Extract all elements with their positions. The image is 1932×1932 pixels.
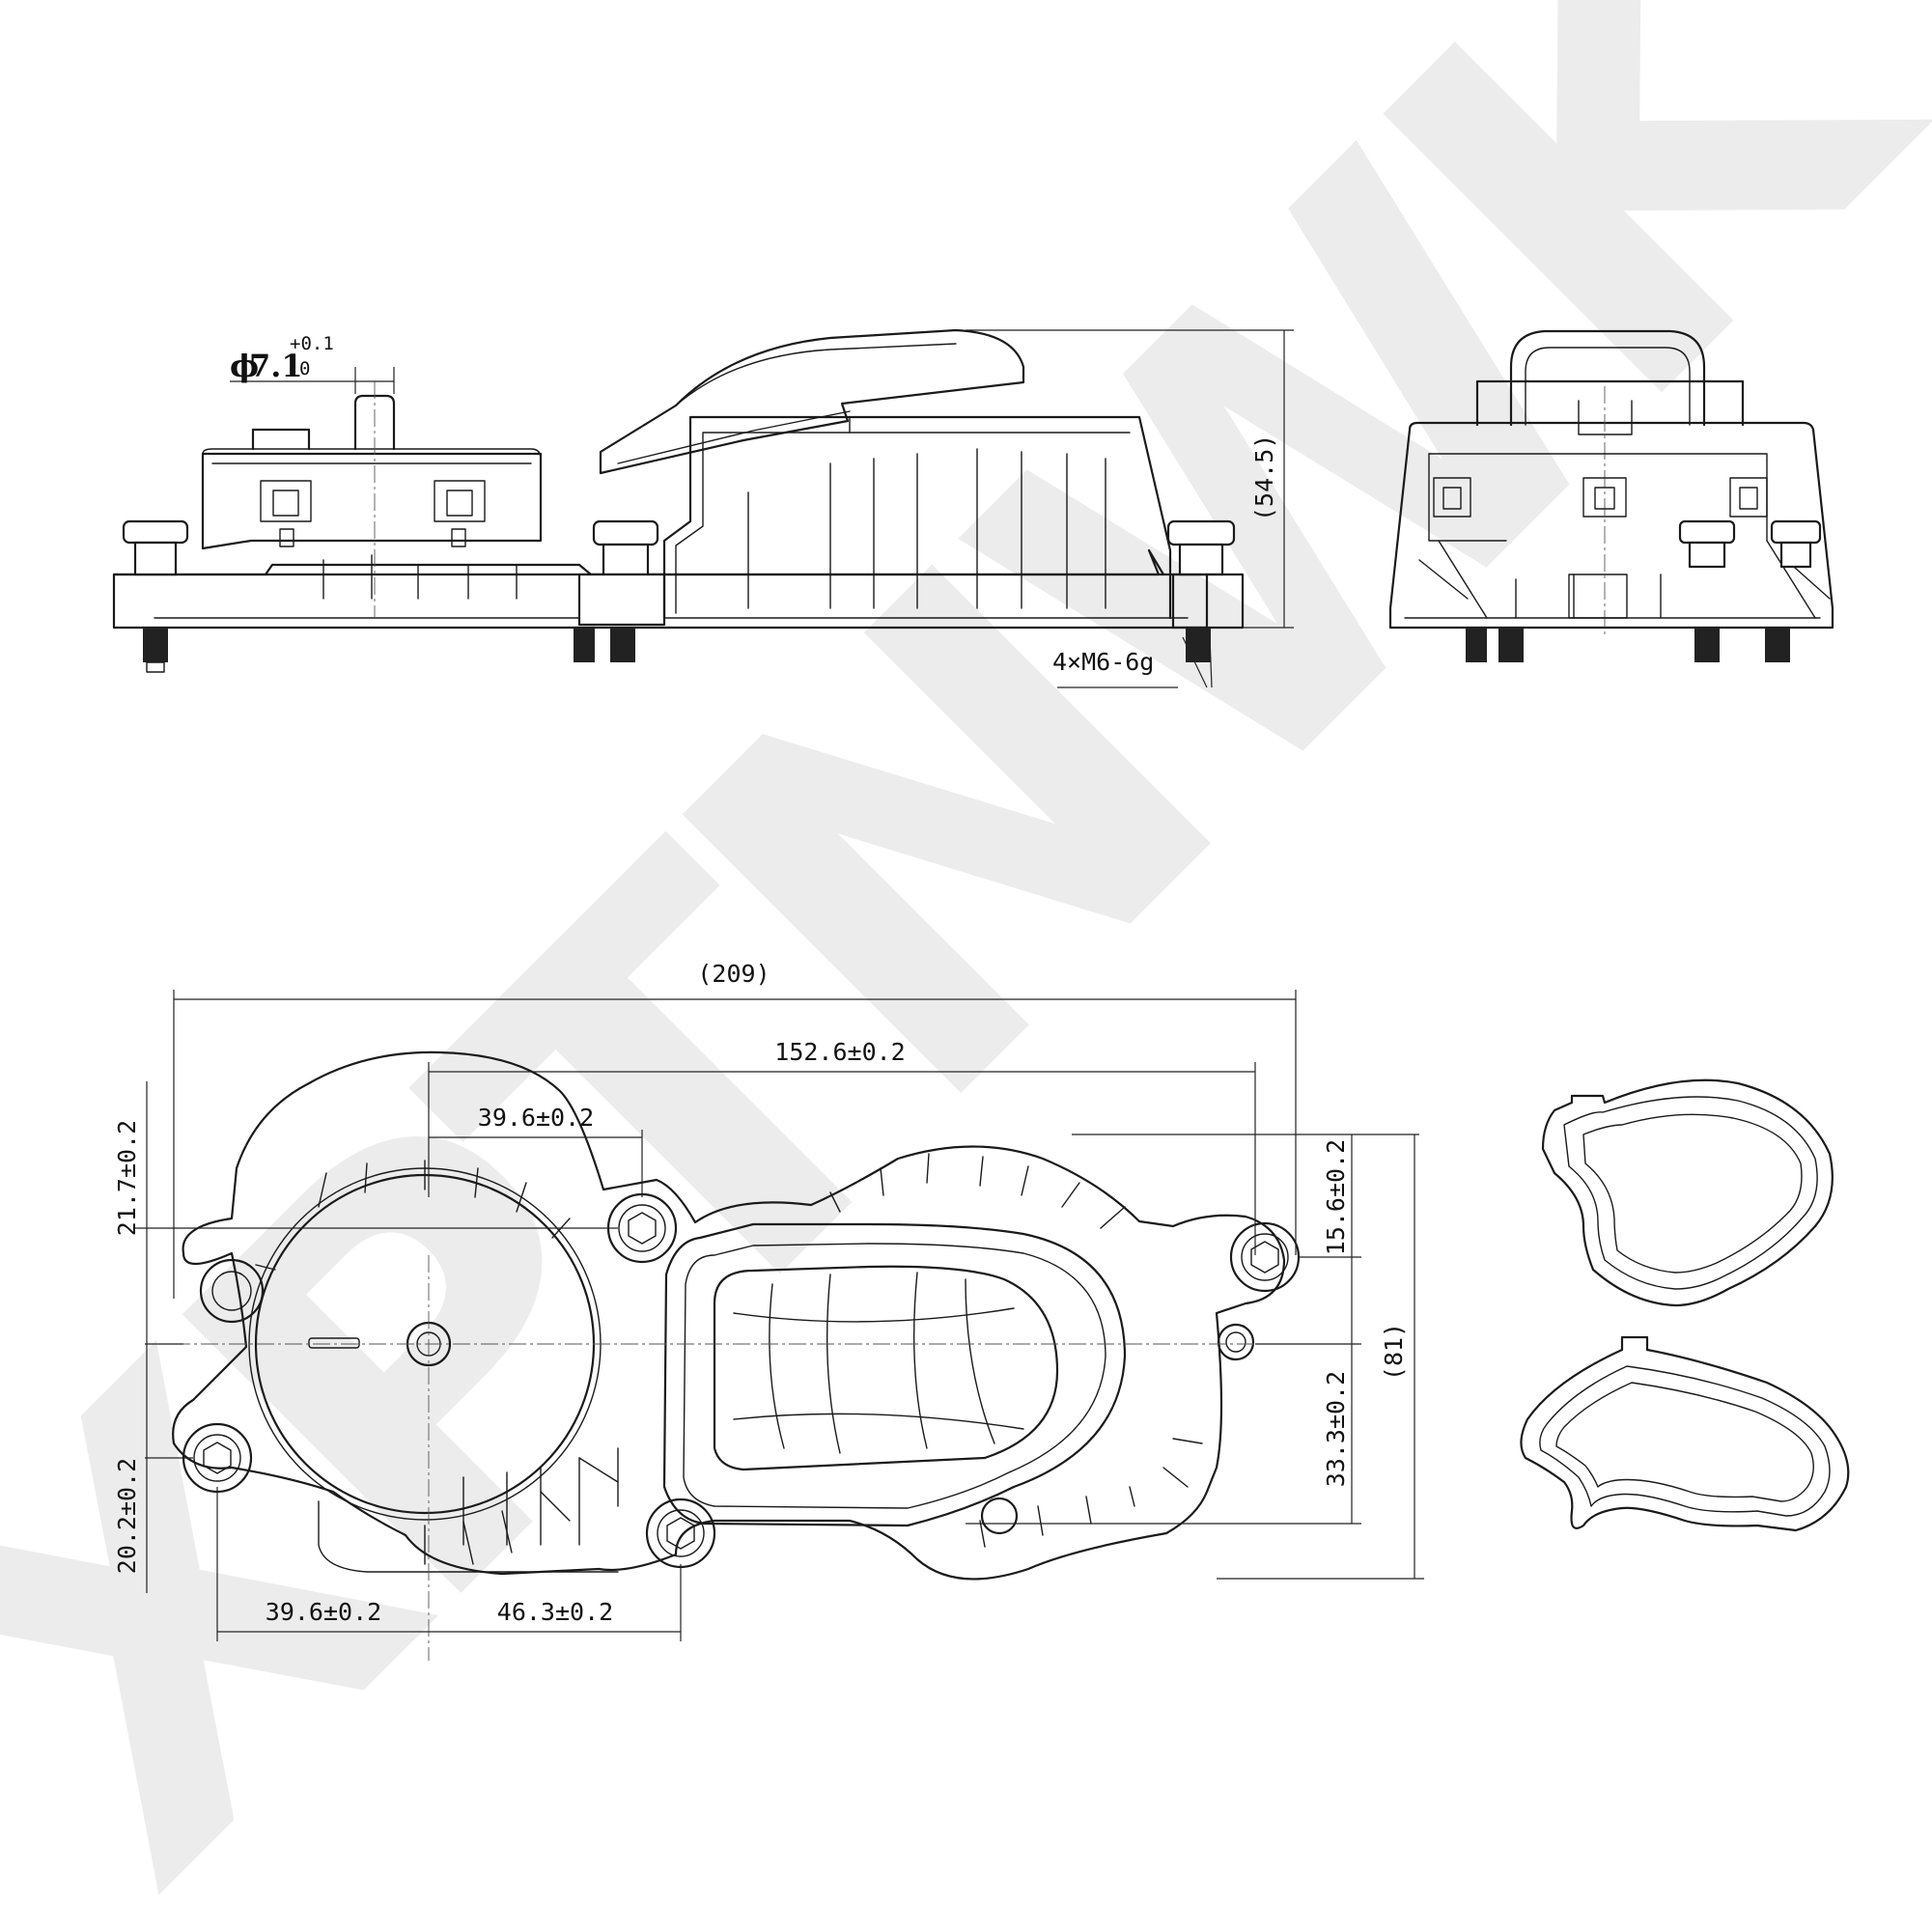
height-dimension: (54.5) [966, 329, 1294, 629]
dim-left-upper: 21.7±0.2 [113, 1120, 141, 1236]
dim-upper-offset: 39.6±0.2 [478, 1104, 594, 1132]
dim-right-upper: 15.6±0.2 [1322, 1139, 1350, 1255]
dim-overall-width: (81) [1380, 1323, 1408, 1381]
diameter-tol-lower: 0 [299, 358, 310, 379]
dim-bottom-left: 39.6±0.2 [266, 1598, 381, 1626]
dim-overall-length: (209) [697, 960, 770, 988]
bolt-center [574, 519, 666, 662]
gasket-upper [1541, 1078, 1834, 1307]
height-label: (54.5) [1250, 434, 1278, 521]
thread-label: 4×M6-6g [1052, 648, 1154, 676]
diameter-symbol: ϕ [230, 348, 259, 384]
clip-right [434, 480, 486, 547]
dim-hole-spacing: 152.6±0.2 [774, 1038, 905, 1066]
gasket-lower [1520, 1335, 1850, 1532]
side-view: ϕ 7.1 +0.1 0 (54.5) 4×M6-6g [112, 328, 1294, 688]
top-view-dimensions: (209) 152.6±0.2 39.6±0.2 21.7±0.2 20.2±0… [113, 960, 1424, 1641]
bolt-left [122, 519, 189, 673]
diameter-value: 7.1 [249, 348, 303, 384]
dim-left-lower: 20.2±0.2 [113, 1458, 141, 1574]
top-view: (209) 152.6±0.2 39.6±0.2 21.7±0.2 20.2±0… [113, 960, 1424, 1661]
thread-callout: 4×M6-6g [1052, 636, 1213, 688]
end-bolts [1466, 519, 1822, 662]
clip-left [260, 480, 312, 547]
dim-bottom-mid: 46.3±0.2 [497, 1598, 613, 1626]
diameter-tol-upper: +0.1 [290, 333, 334, 354]
oval-chamber [662, 1222, 1127, 1527]
dim-right-lower: 33.3±0.2 [1322, 1371, 1350, 1487]
end-view [1388, 329, 1834, 662]
bolt-right [1166, 519, 1245, 662]
diameter-dimension: ϕ 7.1 +0.1 0 [230, 333, 395, 394]
